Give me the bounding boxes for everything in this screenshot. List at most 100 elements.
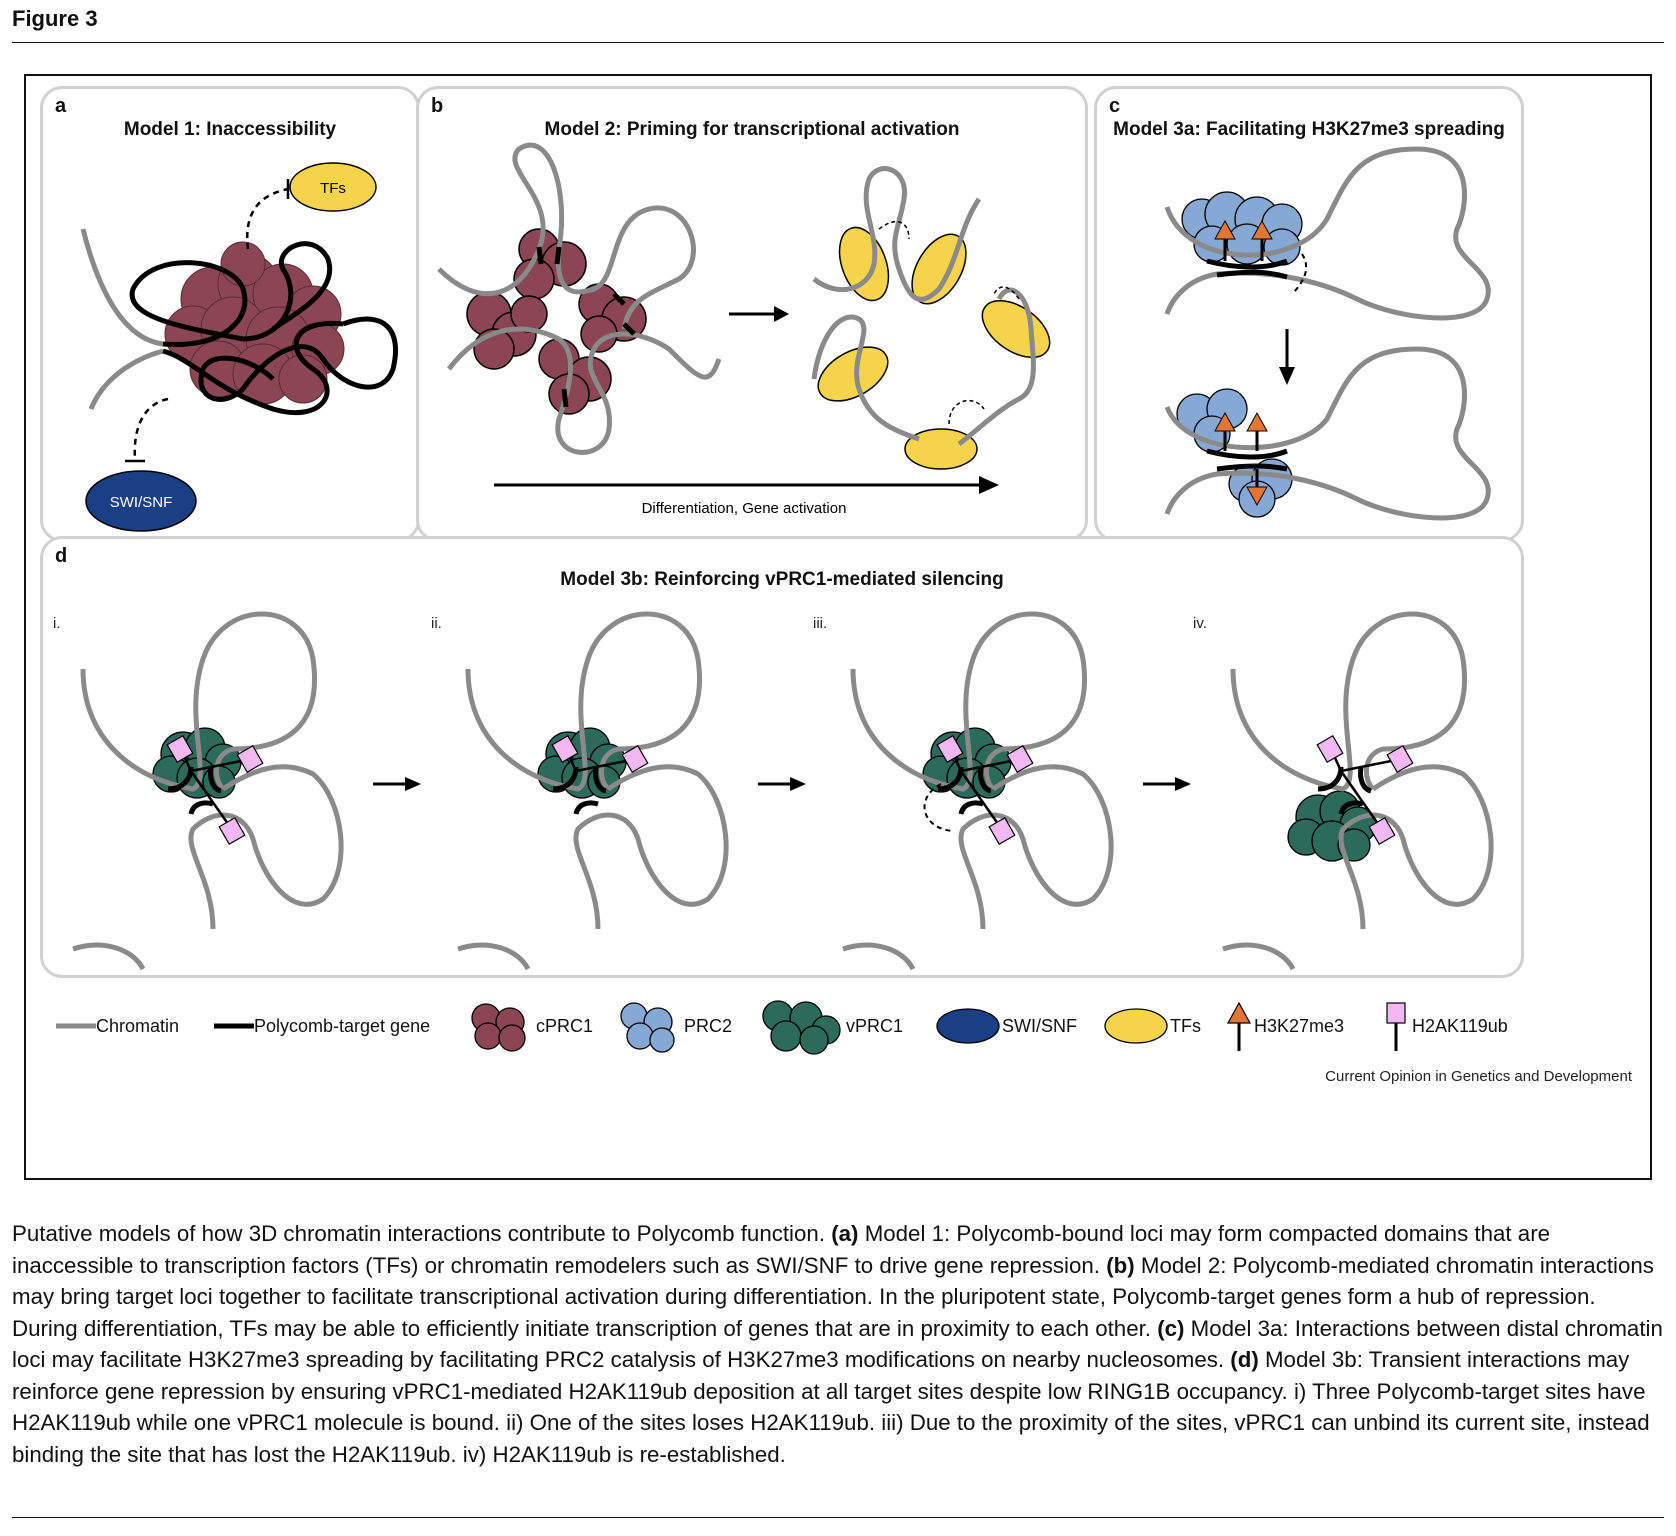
h2ak119ub-mark — [936, 735, 964, 763]
caption-tag-a: (a) — [831, 1221, 859, 1246]
cprc1-cluster — [164, 241, 345, 405]
chromatin-swatch — [56, 1023, 96, 1029]
stage-label-iii: iii. — [813, 615, 828, 632]
target-gene-segment — [958, 800, 984, 815]
legend-label-cprc1: cPRC1 — [536, 1015, 594, 1036]
tfs-label: TFs — [320, 180, 346, 197]
bottom-rule — [12, 1517, 1664, 1518]
chromatin-loop — [573, 764, 729, 930]
stage-arrowhead — [405, 777, 421, 791]
h2ak119ub-mark — [166, 735, 194, 763]
panel-b-letter: b — [431, 95, 444, 117]
legend-label-h2ak119ub: H2AK119ub — [1412, 1015, 1508, 1036]
differentiation-axis-label: Differentiation, Gene activation — [642, 500, 847, 517]
h2ak119ub-mark — [218, 817, 246, 845]
tfs-icon — [1104, 1008, 1168, 1044]
target-gene-swatch — [214, 1023, 254, 1029]
legend-item-cprc1: cPRC1 — [466, 996, 593, 1056]
h2ak119ub-mark — [1386, 745, 1414, 773]
vprc1-icon — [762, 1000, 841, 1055]
prc2-top — [1181, 191, 1303, 266]
legend-item-swisnf: SWI/SNF — [934, 996, 1077, 1056]
figure-label: Figure 3 — [12, 6, 98, 31]
target-gene-segment — [1358, 766, 1372, 794]
stage-label-iv: iv. — [1193, 615, 1207, 632]
panel-c-diagram — [1164, 146, 1491, 521]
credit-line: Current Opinion in Genetics and Developm… — [1325, 1068, 1632, 1085]
legend-item-h3k27me3: H3K27me3 — [1224, 996, 1344, 1056]
differentiation-axis-arrowhead — [979, 476, 999, 494]
chromatin-loop — [1338, 764, 1494, 930]
chromatin-tail — [72, 942, 146, 971]
panel-d-title: Model 3b: Reinforcing vPRC1-mediated sil… — [560, 569, 1004, 590]
caption-text-c: Model 3a: Interactions between distal ch… — [12, 1315, 1663, 1373]
target-gene-segments-hub — [536, 246, 636, 408]
h2ak119ub-stalk — [959, 770, 1005, 832]
target-gene-top-lower — [1216, 269, 1288, 280]
legend-label-tfs: TFs — [1170, 1015, 1201, 1036]
legend-item-chromatin: Chromatin — [56, 996, 179, 1056]
caption-text-b: Model 2: Polycomb-mediated chromatin int… — [12, 1252, 1654, 1341]
caption-tag-d: (d) — [1230, 1347, 1259, 1372]
chromatin-loop — [958, 764, 1114, 930]
panel-b-title: Model 2: Priming for transcriptional act… — [544, 119, 960, 140]
chromatin-bottom-1 — [1164, 346, 1491, 521]
panel-b: b Model 2: Priming for transcriptional a… — [416, 86, 1088, 542]
h2ak119ub-mark — [621, 745, 649, 773]
down-arrowhead — [1279, 367, 1295, 385]
figure-caption: Putative models of how 3D chromatin inte… — [12, 1218, 1666, 1470]
target-gene-segment — [1338, 800, 1364, 815]
legend-label-swisnf: SWI/SNF — [1002, 1015, 1077, 1036]
chromatin-loop — [465, 611, 702, 792]
cprc1-icon — [471, 1003, 526, 1052]
panel-c: c Model 3a: Facilitating H3K27me3 spread… — [1094, 86, 1524, 542]
panel-a: a Model 1: Inaccessibility TFs — [40, 86, 420, 542]
panel-c-letter: c — [1109, 95, 1121, 117]
dashed-arrows — [878, 220, 1020, 425]
target-gene-top — [1206, 258, 1288, 270]
panel-a-diagram: TFs SWI/SNF — [80, 162, 399, 532]
caption-text-a: Model 1: Polycomb-bound loci may form co… — [12, 1221, 1551, 1278]
prc2-icon — [620, 1002, 675, 1053]
caption-tag-c: (c) — [1157, 1315, 1185, 1341]
stage-arrowhead — [1175, 777, 1191, 791]
target-gene-segment — [188, 800, 214, 815]
target-gene-segment — [208, 766, 222, 794]
chromatin-tail — [842, 942, 916, 971]
caption-intro: Putative models of how 3D chromatin inte… — [12, 1221, 826, 1246]
target-gene-bottom-lower — [1216, 463, 1288, 472]
stage-arrowhead — [790, 777, 806, 791]
stage-label-ii: ii. — [431, 615, 442, 632]
catalysis-dashed-arrow — [1291, 253, 1308, 295]
target-gene-bottom — [1206, 448, 1288, 460]
h2ak119ub-mark — [551, 735, 579, 763]
swisnf-label: SWI/SNF — [110, 494, 173, 511]
h2ak119ub-stalk — [189, 770, 235, 832]
transition-arrowhead — [774, 306, 789, 322]
h3k27me3-marks-top — [1214, 219, 1273, 261]
h2ak119ub-mark — [1316, 735, 1344, 763]
h2ak119ub-mark — [236, 745, 264, 773]
panel-d: d Model 3b: Reinforcing vPRC1-mediated s… — [40, 536, 1524, 978]
chromatin-tail — [457, 942, 531, 971]
h2ak119ub-stalk — [1339, 770, 1385, 832]
chromatin-tail — [1222, 942, 1296, 971]
chromatin-loop — [850, 611, 1087, 792]
h3k27me3-icon — [1226, 1001, 1252, 1051]
legend-label-chromatin: Chromatin — [96, 1015, 180, 1036]
legend-label-h3k27me3: H3K27me3 — [1254, 1015, 1345, 1036]
legend-label-target-gene: Polycomb-target gene — [254, 1015, 431, 1036]
legend-item-prc2: PRC2 — [614, 996, 732, 1056]
chromatin-loops-dispersed — [811, 166, 1036, 446]
h2ak119ub-mark — [988, 817, 1016, 845]
panel-c-title: Model 3a: Facilitating H3K27me3 spreadin… — [1113, 119, 1505, 140]
h2ak119ub-icon — [1386, 1002, 1406, 1051]
legend-item-tfs: TFs — [1102, 996, 1201, 1056]
chromatin-strand — [88, 348, 164, 410]
swisnf-icon — [936, 1008, 1000, 1044]
chromatin-loop — [188, 764, 344, 930]
target-gene-segment — [573, 800, 599, 815]
panel-d-diagram — [72, 611, 1494, 971]
inhibition-dashed-line-tfs — [245, 187, 289, 250]
h2ak119ub-mark — [1006, 745, 1034, 773]
